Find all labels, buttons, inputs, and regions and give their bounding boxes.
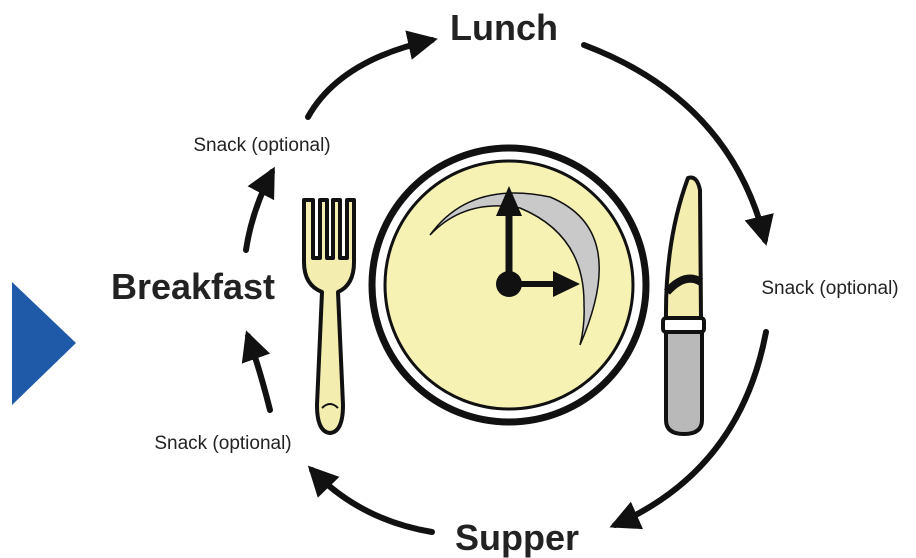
snack-label-upper-left: Snack (optional) <box>193 135 330 156</box>
meal-label-breakfast: Breakfast <box>111 266 275 307</box>
arrow-supper-to-snack <box>307 465 435 535</box>
meal-label-lunch: Lunch <box>450 7 558 48</box>
arrow-breakfast-to-snack <box>243 166 275 253</box>
meal-label-supper: Supper <box>455 517 579 558</box>
triangle-pointer-icon <box>12 282 76 405</box>
arrow-snack-to-supper <box>609 329 769 530</box>
knife-icon <box>661 175 706 436</box>
fork-icon <box>302 198 356 435</box>
arrow-snack-to-lunch <box>305 30 438 120</box>
snack-label-right: Snack (optional) <box>761 278 898 299</box>
arrow-snack-to-breakfast <box>241 330 273 413</box>
clock-hands-icon <box>496 186 580 297</box>
cycle-arrows <box>241 30 774 535</box>
arrow-lunch-to-snack <box>581 42 774 246</box>
snack-label-lower-left: Snack (optional) <box>154 433 291 454</box>
